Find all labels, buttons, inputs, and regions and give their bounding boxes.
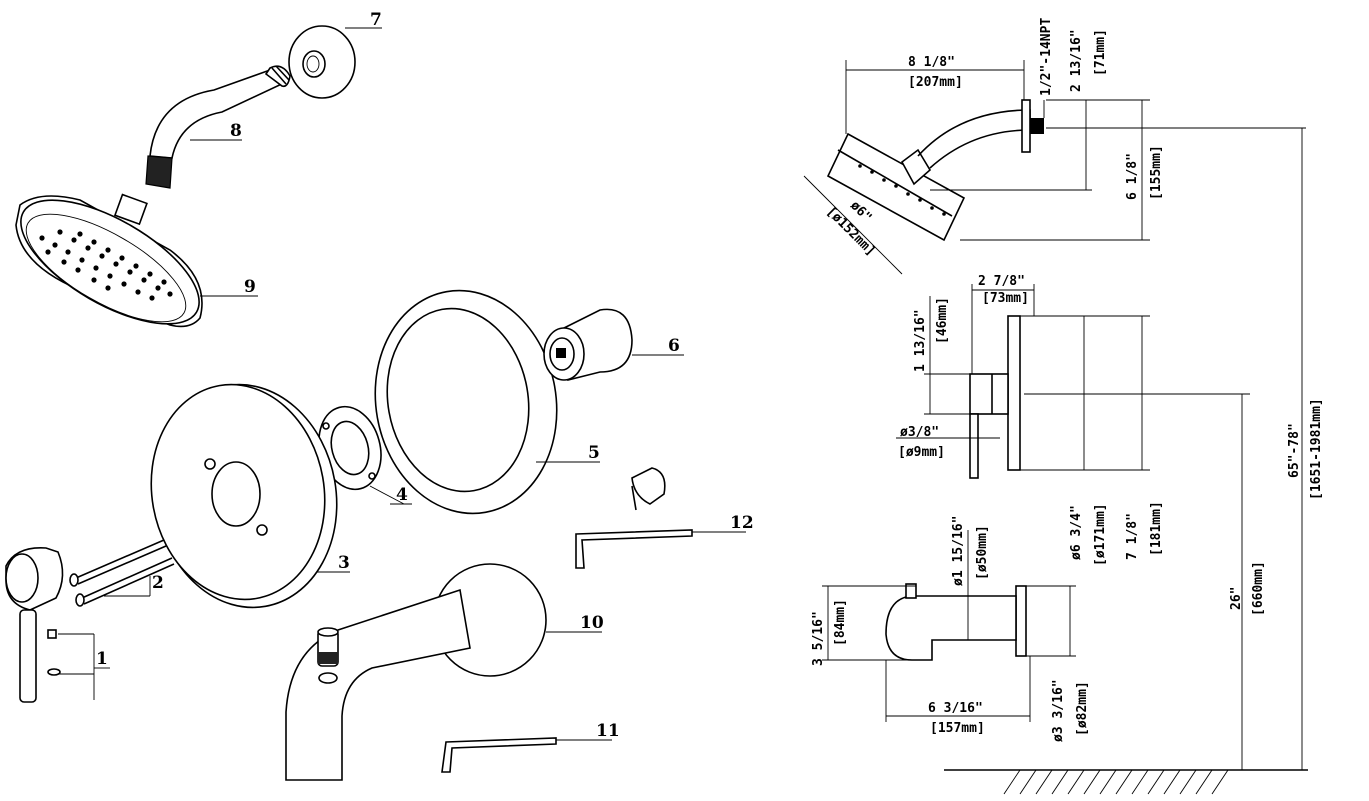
dim-arm-reach-in: 8 1/8" bbox=[908, 55, 955, 70]
dim-spout-height-in: 26" bbox=[1229, 587, 1244, 610]
part-10-tub-spout: 10 bbox=[285, 563, 604, 781]
dim-spout-flange-in: ø3 3/16" bbox=[1051, 679, 1066, 742]
dim-arm-reach-mm: [207mm] bbox=[908, 75, 963, 90]
dim-spout-h-in: 3 5/16" bbox=[811, 611, 826, 666]
part-3-label: 3 bbox=[338, 553, 350, 573]
dim-valve-depth-in: 2 7/8" bbox=[978, 274, 1025, 289]
part-8-label: 8 bbox=[230, 121, 242, 141]
dim-arm-height-mm: [155mm] bbox=[1149, 145, 1164, 200]
dim-valve-depth-mm: [73mm] bbox=[982, 291, 1029, 306]
part-1-handle: 1 bbox=[5, 547, 110, 703]
part-11-allen-key: 11 bbox=[441, 721, 620, 773]
side-view-shower-head bbox=[826, 99, 1044, 242]
dim-overall-heights: 26" [660mm] 65"-78" [1651-1981mm] bbox=[1024, 128, 1324, 770]
dim-spout-flange-mm: [ø82mm] bbox=[1075, 681, 1090, 736]
part-6-label: 6 bbox=[668, 336, 680, 356]
dim-valve-hub-mm: [46mm] bbox=[935, 297, 950, 344]
part-12-label: 12 bbox=[730, 513, 754, 533]
floor-line bbox=[944, 769, 1308, 795]
dim-arm-height-in: 6 1/8" bbox=[1125, 153, 1140, 200]
part-5-sealing-ring: 5 bbox=[374, 289, 600, 515]
part-4-label: 4 bbox=[396, 485, 408, 505]
part-4-retaining-plate: 4 bbox=[318, 405, 412, 505]
dim-head-height-in: 65"-78" bbox=[1287, 423, 1302, 478]
dim-trim-h-mm: [181mm] bbox=[1149, 501, 1164, 556]
part-1-label: 1 bbox=[96, 649, 108, 669]
dim-arm-rise-in: 2 13/16" bbox=[1069, 29, 1084, 92]
part-8-shower-arm: 8 bbox=[145, 65, 291, 189]
part-2-label: 2 bbox=[152, 573, 164, 593]
dim-npt-and-rise: 1/2"-14NPT 2 13/16" [71mm] bbox=[1039, 18, 1306, 190]
part-2-screws: 2 bbox=[69, 539, 175, 607]
dim-spout-len-mm: [157mm] bbox=[930, 721, 985, 736]
part-6-cartridge: 6 bbox=[543, 308, 684, 381]
dim-spout-dia-in: ø1 15/16" bbox=[951, 516, 966, 586]
dim-stem-dia-in: ø3/8" bbox=[900, 425, 939, 440]
side-view-valve: 2 7/8" [73mm] 1 13/16" [46mm] ø3/8" [ø9m… bbox=[896, 274, 1164, 566]
part-3-trim-plate: 3 bbox=[150, 383, 350, 609]
dim-stem-dia-mm: [ø9mm] bbox=[898, 445, 945, 460]
side-view-tub-spout: ø1 15/16" [ø50mm] 3 5/16" [84mm] 6 3/16"… bbox=[811, 516, 1090, 742]
dim-spout-h-mm: [84mm] bbox=[833, 599, 848, 646]
part-7-label: 7 bbox=[370, 10, 382, 30]
part-7-flange: 7 bbox=[288, 10, 382, 99]
dim-npt: 1/2"-14NPT bbox=[1039, 18, 1054, 96]
dim-arm-rise-mm: [71mm] bbox=[1093, 29, 1108, 76]
dim-valve-hub-in: 1 13/16" bbox=[913, 309, 928, 372]
dim-spout-len-in: 6 3/16" bbox=[928, 701, 983, 716]
dim-trim-dia-in: ø6 3/4" bbox=[1069, 505, 1084, 560]
dim-trim-dia-mm: [ø171mm] bbox=[1093, 503, 1108, 566]
dim-spout-height-mm: [660mm] bbox=[1251, 561, 1266, 616]
part-5-label: 5 bbox=[588, 443, 600, 463]
part-12-allen-key: 12 bbox=[575, 467, 754, 569]
dim-head-height-mm: [1651-1981mm] bbox=[1309, 398, 1324, 500]
dim-arm-reach: 8 1/8" [207mm] bbox=[845, 55, 1025, 134]
dim-arm-height: 6 1/8" [155mm] bbox=[930, 99, 1164, 241]
part-9-shower-head: 9 bbox=[15, 193, 258, 328]
part-9-label: 9 bbox=[244, 277, 256, 297]
dim-spout-dia-mm: [ø50mm] bbox=[975, 525, 990, 580]
dim-trim-h-in: 7 1/8" bbox=[1125, 513, 1140, 560]
part-11-label: 11 bbox=[596, 721, 620, 741]
part-10-label: 10 bbox=[580, 613, 604, 633]
